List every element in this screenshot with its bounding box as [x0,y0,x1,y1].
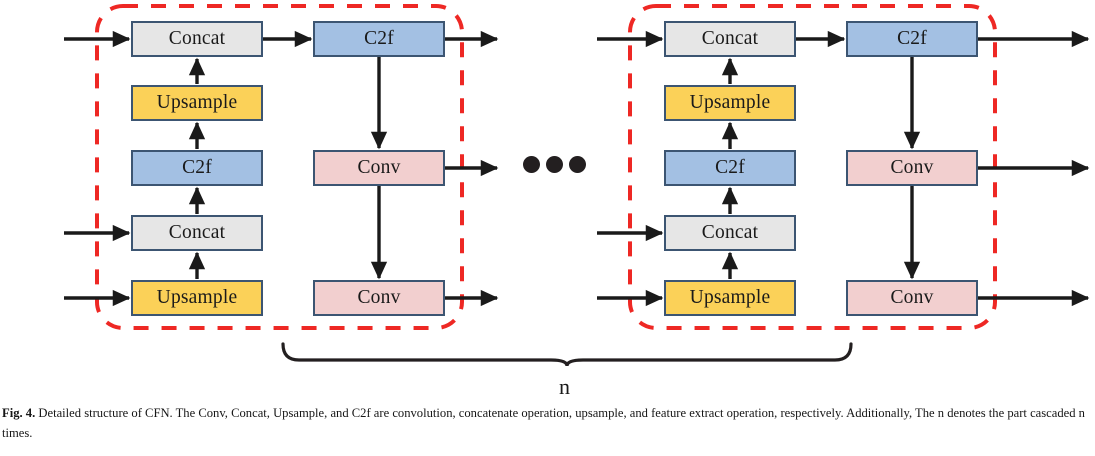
node-label: Concat [701,222,759,244]
node-label: Upsample [689,92,771,114]
node-label: C2f [364,28,394,50]
node-g2-upsample-top[interactable]: Upsample [664,85,796,121]
node-label: C2f [182,157,212,179]
node-g1-conv-mid[interactable]: Conv [313,150,445,186]
node-label: Conv [357,157,401,179]
node-label: Upsample [689,287,771,309]
node-g1-c2f-top[interactable]: C2f [313,21,445,57]
figure-caption: Fig. 4. Detailed structure of CFN. The C… [2,404,1092,443]
node-label: C2f [897,28,927,50]
node-label: Upsample [156,92,238,114]
node-g2-conv-mid[interactable]: Conv [846,150,978,186]
figure-label: Fig. 4. [2,406,36,420]
node-g1-concat-bot[interactable]: Concat [131,215,263,251]
brace-path [281,342,853,367]
node-g2-conv-bot[interactable]: Conv [846,280,978,316]
node-label: C2f [715,157,745,179]
node-label: Concat [168,222,226,244]
node-g1-upsample-top[interactable]: Upsample [131,85,263,121]
ellipsis-dot-3 [568,155,586,173]
node-g1-upsample-bot[interactable]: Upsample [131,280,263,316]
node-g2-concat-top[interactable]: Concat [664,21,796,57]
node-label: Concat [168,28,226,50]
node-label: Conv [890,287,934,309]
node-label: Conv [890,157,934,179]
node-g2-upsample-bot[interactable]: Upsample [664,280,796,316]
node-label: Upsample [156,287,238,309]
node-g1-concat-top[interactable]: Concat [131,21,263,57]
node-g1-conv-bot[interactable]: Conv [313,280,445,316]
brace-label-n: n [559,374,570,399]
ellipsis-dot-2 [545,155,563,173]
node-g2-concat-bot[interactable]: Concat [664,215,796,251]
cascade-brace [281,342,853,367]
node-g2-c2f-mid[interactable]: C2f [664,150,796,186]
connector-arrows [64,30,1090,307]
node-label: Conv [357,287,401,309]
ellipsis-dot-1 [522,155,540,173]
figure-caption-text: Detailed structure of CFN. The Conv, Con… [2,406,1085,440]
node-g1-c2f-mid[interactable]: C2f [131,150,263,186]
node-label: Concat [701,28,759,50]
node-g2-c2f-top[interactable]: C2f [846,21,978,57]
